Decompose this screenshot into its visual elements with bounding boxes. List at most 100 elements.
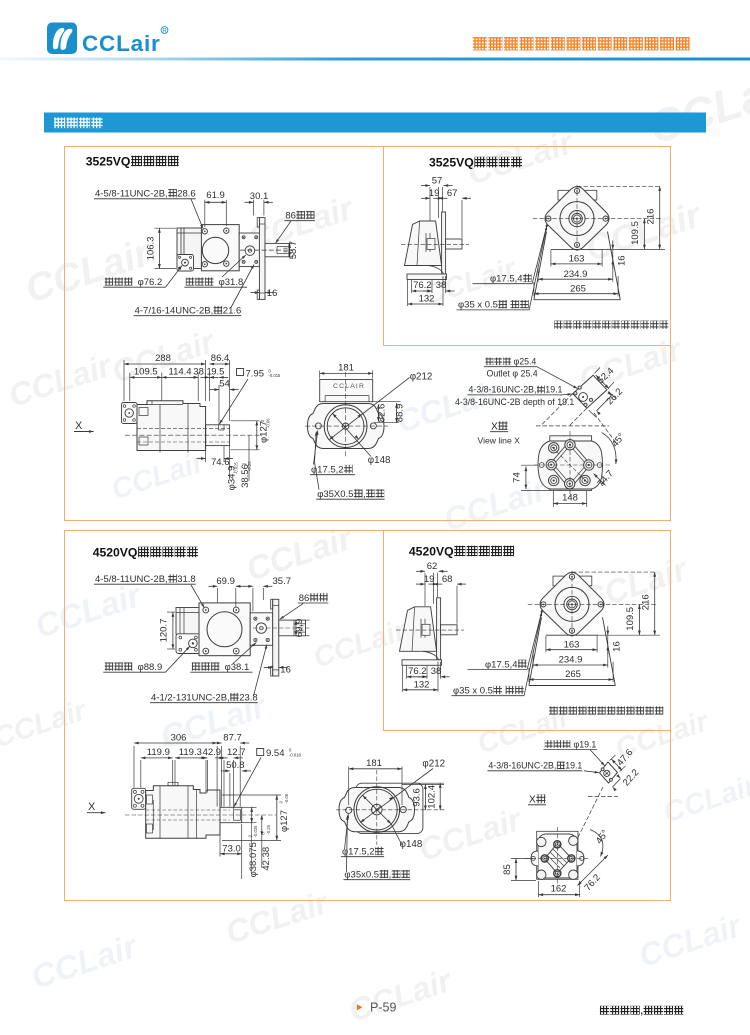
svg-text:38.1: 38.1 [193,366,212,377]
svg-text:φ35x0.5: φ35x0.5 [344,870,379,881]
svg-text:38: 38 [436,280,447,291]
svg-text:φ17.5,4: φ17.5,4 [490,274,523,285]
svg-text:φ212: φ212 [410,371,433,382]
svg-text:76.2: 76.2 [582,872,603,893]
svg-text:-0.06: -0.06 [266,418,271,428]
svg-text:4-3/8-16UNC-2B depth of 19.1: 4-3/8-16UNC-2B depth of 19.1 [455,397,574,407]
svg-text:87.7: 87.7 [223,732,242,743]
svg-text:69.9: 69.9 [216,576,235,587]
svg-text:φ127: φ127 [259,421,270,443]
svg-text:,: , [363,489,366,500]
svg-text:109.5: 109.5 [625,607,636,631]
svg-text:132: 132 [414,679,430,690]
svg-text:21.6: 21.6 [223,306,242,317]
svg-text:0: 0 [228,465,233,468]
svg-text:0: 0 [242,462,247,465]
svg-text:119.9: 119.9 [147,747,170,758]
svg-text:4-7/16-14UNC-2B,: 4-7/16-14UNC-2B, [135,306,214,317]
svg-text:42.38: 42.38 [261,847,272,871]
svg-text:CCLair: CCLair [82,31,161,56]
svg-text:16: 16 [280,665,291,676]
svg-text:76.2: 76.2 [413,280,432,291]
svg-text:85: 85 [502,864,513,875]
svg-text:109.5: 109.5 [134,366,158,377]
svg-text:4-1/2-131UNC-2B,: 4-1/2-131UNC-2B, [151,693,230,704]
svg-text:68: 68 [442,574,453,585]
svg-text:181: 181 [366,758,382,769]
svg-text:φ31.8: φ31.8 [219,277,244,288]
svg-text:86: 86 [285,211,296,222]
svg-text:φ148: φ148 [368,455,391,466]
svg-text:0: 0 [269,368,272,373]
svg-text:61.9: 61.9 [206,190,225,201]
svg-text:102.4: 102.4 [427,785,438,809]
svg-text:0: 0 [247,834,252,837]
svg-text:57: 57 [432,175,443,186]
svg-text:-0.025: -0.025 [234,461,239,474]
svg-text:φ38.1: φ38.1 [225,662,250,673]
svg-text:74: 74 [512,472,523,483]
svg-text:106.3: 106.3 [146,237,157,261]
svg-text:38.56: 38.56 [240,464,251,488]
svg-text:163: 163 [569,254,585,265]
svg-text:9.54: 9.54 [266,748,285,759]
svg-text:26.2: 26.2 [604,386,625,407]
svg-text:9.5: 9.5 [211,366,224,377]
svg-text:86: 86 [299,593,310,604]
svg-text:74.6: 74.6 [211,457,230,468]
svg-text:54: 54 [219,378,230,389]
svg-text:50.8: 50.8 [226,760,245,771]
svg-text:216: 216 [645,209,656,225]
svg-text:19.1: 19.1 [565,761,582,771]
svg-text:181: 181 [338,363,354,374]
svg-text:P-59: P-59 [370,1001,396,1015]
svg-text:119.3: 119.3 [179,747,202,758]
svg-text:45°: 45° [594,828,611,846]
svg-text:82.6: 82.6 [377,404,388,423]
svg-text:φ17.5,4: φ17.5,4 [485,659,518,670]
svg-text:4520VQ: 4520VQ [93,546,138,560]
svg-text:88.9: 88.9 [395,404,406,423]
svg-text:265: 265 [570,283,586,294]
svg-text:-0.025: -0.025 [253,825,258,838]
svg-text:58.7: 58.7 [288,241,299,260]
svg-text:φ35 x 0.5: φ35 x 0.5 [458,300,498,311]
svg-text:19: 19 [424,574,435,585]
svg-text:φ35 x 0.5: φ35 x 0.5 [453,686,493,697]
svg-text:Outlet φ 25.4: Outlet φ 25.4 [487,368,538,378]
svg-text:234.9: 234.9 [559,655,583,666]
svg-text:93.6: 93.6 [412,788,423,807]
svg-text:216: 216 [640,594,651,610]
svg-text:120.7: 120.7 [158,619,169,643]
svg-text:-0.06: -0.06 [284,793,289,803]
svg-text:-0.018: -0.018 [289,752,302,757]
svg-text:-0.015: -0.015 [269,373,282,378]
svg-text:163: 163 [564,640,580,651]
svg-text:19.1: 19.1 [545,385,562,395]
svg-text:X: X [491,422,498,433]
svg-text:109.5: 109.5 [630,221,641,245]
svg-text:148: 148 [562,493,578,504]
svg-text:16: 16 [617,255,628,266]
svg-text:-0.25: -0.25 [266,824,271,834]
svg-text:φ88.9: φ88.9 [138,662,163,673]
svg-text:162: 162 [551,884,567,895]
svg-text:CCLAIR: CCLAIR [333,383,365,390]
svg-text:23.8: 23.8 [239,693,258,704]
svg-text:62: 62 [427,561,438,572]
svg-text:X: X [529,795,536,806]
svg-text:φ212: φ212 [422,759,445,770]
svg-text:234.9: 234.9 [564,269,588,280]
svg-text:φ34.9: φ34.9 [227,466,238,491]
svg-text:0: 0 [278,800,283,803]
svg-text:3525VQ: 3525VQ [429,156,474,170]
svg-text:69.9: 69.9 [294,619,305,638]
svg-text:22.2: 22.2 [621,767,642,788]
svg-text:28.6: 28.6 [177,189,196,200]
svg-text:R: R [162,28,167,34]
svg-text:31.8: 31.8 [177,574,196,585]
svg-text:φ76.2: φ76.2 [138,277,163,288]
svg-text:4520VQ: 4520VQ [409,545,454,559]
svg-text:φ17.5,2: φ17.5,2 [342,847,375,858]
svg-text:86.4: 86.4 [211,353,230,364]
